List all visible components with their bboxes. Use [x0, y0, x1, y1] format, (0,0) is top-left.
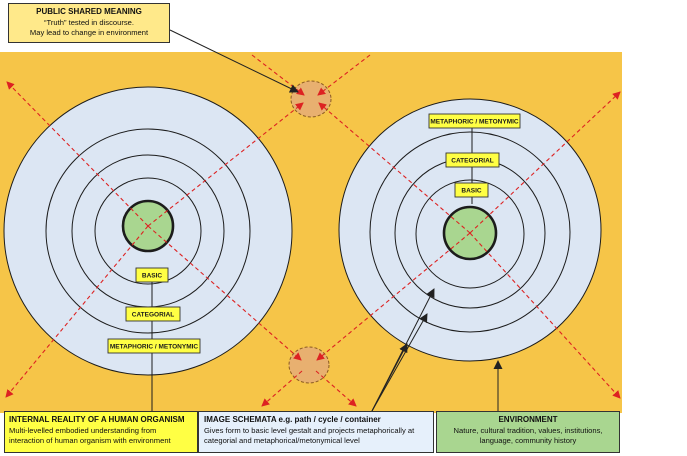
left-metaphoric-label: METAPHORIC / METONYMIC [110, 344, 199, 351]
right-ring-1 [415, 179, 525, 289]
left-basic-label: BASIC [142, 273, 163, 280]
right-basic-box [454, 182, 489, 198]
arrow-right-upleft [318, 102, 471, 234]
left-ring-1 [94, 177, 202, 285]
pointer-schemata-b [371, 313, 428, 412]
left-categorial-label: CATEGORIAL [132, 312, 175, 319]
internal-reality-callout: INTERNAL REALITY OF A HUMAN ORGANISM Mul… [4, 411, 198, 453]
right-metaphoric-box [428, 113, 521, 129]
influence-arrows [5, 54, 621, 407]
arrow-left-upleft [6, 81, 149, 227]
right-categorial-box [445, 152, 500, 168]
arrow-left-downleft [5, 225, 149, 398]
left-categorial-box [125, 306, 181, 322]
arrow-right-upright [469, 91, 621, 234]
arrow-right-downright [469, 232, 621, 399]
pointer-public-meaning [169, 29, 299, 93]
internal-line-1: Multi-levelled embodied understanding fr… [9, 425, 157, 435]
right-organism [338, 98, 602, 362]
upper-meeting-zone [290, 80, 332, 118]
left-level-ladder: BASIC CATEGORIAL METAPHORIC / METONYMIC [107, 267, 201, 412]
arrow-right-downleft [316, 232, 471, 361]
arrow-left-upright [147, 102, 304, 227]
image-schemata-callout: IMAGE SCHEMATA e.g. path / cycle / conta… [198, 411, 434, 453]
schemata-line-1: Gives form to basic level gestalt and pr… [204, 425, 415, 435]
left-organism [3, 86, 293, 376]
right-ring-3 [369, 131, 571, 333]
pointer-schemata-c [371, 288, 435, 412]
internal-line-2: interaction of human organism with envir… [9, 435, 171, 445]
left-metaphoric-box [107, 338, 201, 354]
environment-heading: ENVIRONMENT [498, 415, 558, 424]
arrow-top-right-in [317, 54, 371, 96]
environment-line-1: Nature, cultural tradition, values, inst… [453, 425, 603, 435]
right-categorial-label: CATEGORIAL [451, 158, 494, 165]
schemata-heading: IMAGE SCHEMATA e.g. path / cycle / conta… [204, 415, 381, 424]
left-ring-3 [45, 128, 251, 334]
right-basic-label: BASIC [461, 188, 482, 195]
internal-heading: INTERNAL REALITY OF A HUMAN ORGANISM [9, 415, 185, 424]
environment-line-2: language, community history [479, 435, 577, 445]
right-level-ladder: METAPHORIC / METONYMIC CATEGORIAL BASIC [428, 113, 521, 204]
public-line-1: “Truth” tested in discourse. [43, 17, 135, 27]
public-shared-meaning-callout: PUBLIC SHARED MEANING “Truth” tested in … [8, 3, 170, 43]
callout-pointers [169, 29, 503, 412]
environment-callout: ENVIRONMENT Nature, cultural tradition, … [436, 411, 620, 453]
schemata-line-2: categorial and metaphorical/metonymical … [204, 435, 360, 445]
arrow-bottom-right-out [315, 370, 357, 407]
right-metaphoric-label: METAPHORIC / METONYMIC [430, 119, 519, 126]
arrow-top-left-in [251, 54, 305, 96]
public-line-2: May lead to change in environment [29, 27, 149, 37]
left-basic-box [135, 267, 169, 283]
arrow-left-downright [147, 225, 302, 361]
public-heading: PUBLIC SHARED MEANING [36, 7, 142, 16]
arrow-bottom-left-out [261, 370, 303, 407]
